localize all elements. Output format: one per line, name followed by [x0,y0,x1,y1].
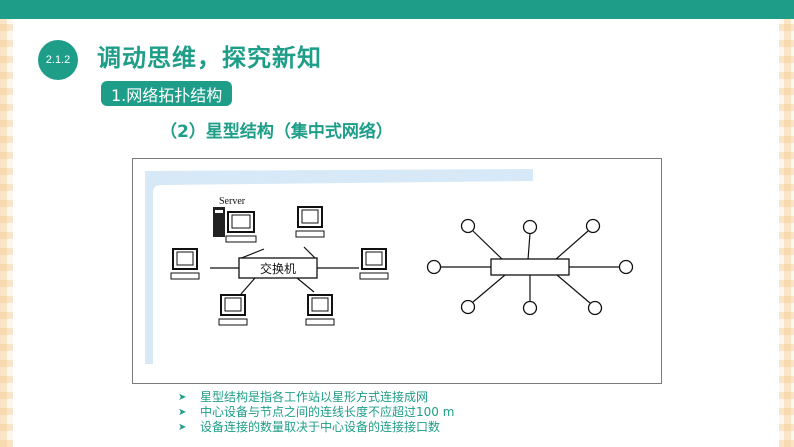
subtitle-pill: 1.网络拓扑结构 [101,81,233,106]
computer-icon [359,248,389,280]
bullet-text: 中心设备与节点之间的连线长度不应超过100 m [200,405,455,419]
subheading: （2）星型结构（集中式网络） [160,122,393,142]
server-label: Server [219,196,246,207]
bullet-text: 星型结构是指各工作站以星形方式连接成网 [200,390,429,404]
bullet-text: 设备连接的数量取决于中心设备的连接接口数 [200,420,441,434]
list-item: ➤ 设备连接的数量取决于中心设备的连接接口数 [178,420,454,435]
computer-icon [170,248,200,280]
section-number: 2.1.2 [45,54,71,66]
computer-icon [218,294,248,326]
arrow-right-icon: ➤ [178,392,187,403]
arrow-right-icon: ➤ [178,407,187,418]
list-item: ➤ 中心设备与节点之间的连线长度不应超过100 m [178,405,454,420]
switch-label: 交换机 [260,261,296,276]
left-diagram-links [210,246,359,295]
switch-box [238,257,318,279]
star-topology-diagram: 交换机 Server [145,169,634,364]
server-icon [213,207,257,243]
computer-icon [305,294,335,326]
bullet-list: ➤ 星型结构是指各工作站以星形方式连接成网 ➤ 中心设备与节点之间的连线长度不应… [178,390,454,435]
node-circles [426,218,634,316]
hub-box [490,258,570,276]
right-diagram-links [440,230,620,304]
list-item: ➤ 星型结构是指各工作站以星形方式连接成网 [178,390,454,405]
top-banner [0,0,794,19]
section-badge: 2.1.2 [38,40,78,80]
page-title: 调动思维，探究新知 [97,44,322,72]
arrow-right-icon: ➤ [178,422,187,433]
subtitle-text: 1.网络拓扑结构 [111,85,223,105]
topology-figure: 交换机 Server [132,158,662,384]
computer-icon [295,206,325,238]
